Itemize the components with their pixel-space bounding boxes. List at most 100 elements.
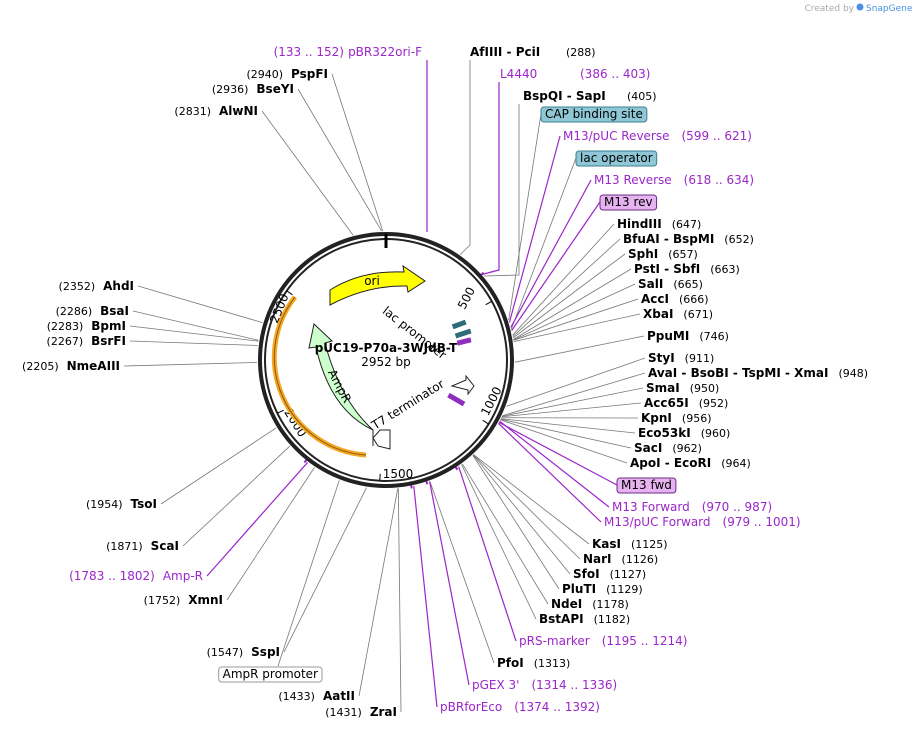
- snapgene-logo-icon: [856, 3, 864, 11]
- leader-line: [472, 455, 560, 590]
- leader-line: [206, 462, 309, 577]
- enzyme-aatii: AatII: [323, 689, 355, 703]
- site-position: (1125): [631, 538, 668, 551]
- site-position: (405): [627, 90, 657, 103]
- enzyme-bpmi: BpmI: [91, 319, 126, 333]
- site-position: (948): [838, 367, 868, 380]
- leader-line: [510, 179, 592, 328]
- enzyme-bfuai-bspmi: BfuAI - BspMI: [623, 232, 714, 246]
- leader-line: [397, 488, 402, 713]
- amp-r-primer-arc-core: [273, 296, 367, 456]
- leader-line: [472, 454, 571, 575]
- lac-operator-mark: [454, 328, 472, 339]
- leader-line: [499, 420, 610, 508]
- feature-m13-forward: M13 Forward: [612, 500, 690, 514]
- leader-line: [413, 485, 438, 708]
- enzyme-nari: NarI: [583, 552, 612, 566]
- leader-line: [481, 82, 500, 276]
- m13-fwd-mark: [447, 392, 466, 407]
- enzyme-apoi-ecori: ApoI - EcoRI: [630, 456, 711, 470]
- feature-range: (1374 .. 1392): [514, 700, 600, 714]
- site-position: (2267): [47, 335, 84, 348]
- feature-pbr322ori-f: pBR322ori-F: [348, 45, 422, 59]
- site-position: (2205): [22, 360, 59, 373]
- feature-m13-reverse: M13 Reverse: [594, 173, 672, 187]
- feature-range: (979 .. 1001): [723, 515, 801, 529]
- enzyme-saci: SacI: [634, 441, 662, 455]
- site-position: (1871): [106, 540, 143, 553]
- site-position: (647): [672, 218, 702, 231]
- feature-m13-rev-text: M13 rev: [604, 195, 653, 209]
- ring-tick-label: 500: [455, 285, 478, 312]
- site-position: (2936): [212, 83, 249, 96]
- feature-range: (970 .. 987): [702, 500, 772, 514]
- leader-line: [483, 104, 520, 277]
- site-position: (2286): [56, 305, 93, 318]
- enzyme-ppumi: PpuMI: [647, 329, 689, 343]
- leader-line: [129, 325, 259, 342]
- leader-line: [132, 310, 259, 341]
- leader-line: [123, 362, 258, 367]
- site-position: (1182): [594, 613, 631, 626]
- feature-cap-binding-site-text: CAP binding site: [545, 107, 643, 121]
- leader-line: [508, 135, 561, 323]
- enzyme-acci: AccI: [641, 292, 669, 306]
- ring-tick-mark: [277, 409, 284, 414]
- site-position: (2283): [47, 320, 84, 333]
- feature-m13-puc-forward: M13/pUC Forward: [604, 515, 711, 529]
- enzyme-scai: ScaI: [151, 539, 179, 553]
- feature-pgex-3: pGEX 3': [472, 678, 519, 692]
- feature-range: (1783 .. 1802): [69, 569, 155, 583]
- feature-cap-binding-site: CAP binding site: [540, 106, 648, 123]
- feature-l4440: L4440: [500, 67, 537, 81]
- feature-range: (386 .. 403): [580, 67, 650, 81]
- leader-line: [283, 487, 367, 653]
- leader-line: [461, 464, 537, 620]
- enzyme-xbai: XbaI: [643, 307, 673, 321]
- leader-line: [497, 422, 602, 523]
- leader-line: [513, 298, 639, 341]
- feature-m13-fwd-box: [616, 477, 677, 494]
- leader-line: [297, 88, 382, 232]
- enzyme-smai: SmaI: [646, 381, 680, 395]
- site-position: (1178): [592, 598, 629, 611]
- enzyme-afiiii-pcii: AfIIII - PciI: [470, 45, 540, 59]
- ori-label: ori: [364, 274, 380, 288]
- leader-line: [512, 238, 621, 337]
- leader-line: [429, 481, 470, 686]
- ori-feature: [329, 264, 426, 306]
- leader-line: [514, 335, 645, 363]
- enzyme-styi: StyI: [648, 351, 675, 365]
- leader-line: [429, 481, 495, 664]
- feature-ampr-promoter-box: [218, 666, 323, 683]
- ampr-promoter-arrow: [372, 429, 391, 450]
- leader-line: [501, 402, 642, 418]
- feature-m13-fwd: M13 fwd: [616, 477, 677, 494]
- site-position: (956): [682, 412, 712, 425]
- leader-line: [498, 421, 618, 486]
- enzyme-bseyi: BseYI: [256, 82, 294, 96]
- leader-line: [513, 268, 632, 340]
- enzyme-sali: SalI: [638, 277, 663, 291]
- site-position: (960): [701, 427, 731, 440]
- enzyme-pluti: PluTI: [562, 582, 596, 596]
- leader-line: [261, 110, 354, 236]
- feature-m13-rev-box: [599, 194, 658, 211]
- plasmid-size: 2952 bp: [361, 355, 411, 369]
- enzyme-acc65i: Acc65I: [644, 396, 689, 410]
- leader-line: [331, 73, 384, 232]
- site-position: (2352): [59, 280, 96, 293]
- leader-lines: [123, 60, 646, 713]
- feature-range: (618 .. 634): [684, 173, 754, 187]
- enzyme-kasi: KasI: [592, 537, 621, 551]
- enzyme-alwni: AlwNI: [219, 104, 258, 118]
- leader-line: [506, 357, 646, 407]
- feature-prs-marker: pRS-marker: [519, 634, 590, 648]
- ring-tick-mark: [286, 290, 293, 296]
- leader-line: [458, 466, 517, 642]
- ring-tick-mark: [485, 300, 493, 306]
- credit-brand: SnapGene: [866, 4, 913, 14]
- leader-line: [502, 387, 644, 417]
- enzyme-xmni: XmnI: [188, 593, 223, 607]
- cap-site-mark: [451, 319, 467, 330]
